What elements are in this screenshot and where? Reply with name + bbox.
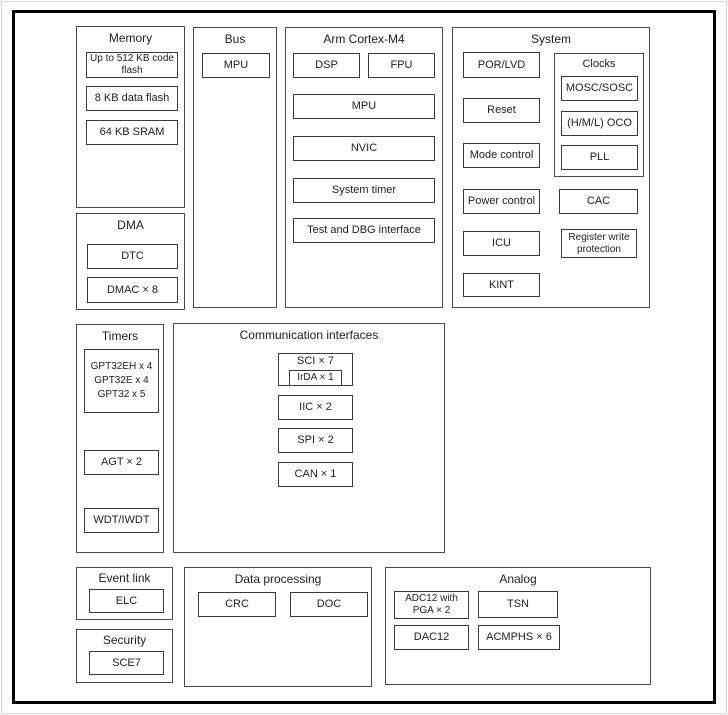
gpt32-label: GPT32 x 5 <box>97 389 146 400</box>
fpu-box: FPU <box>368 53 435 78</box>
wdt-iwdt-box: WDT/IWDT <box>84 508 159 533</box>
timers-title: Timers <box>101 329 139 343</box>
security-title: Security <box>102 633 147 647</box>
oco-box: (H/M/L) OCO <box>561 111 638 136</box>
sci-label: SCI × 7 <box>297 355 334 367</box>
kint-box: KINT <box>463 273 540 297</box>
cortex-mpu-box: MPU <box>293 94 435 119</box>
sce7-box: SCE7 <box>89 651 164 675</box>
event-link-title: Event link <box>98 571 151 585</box>
power-control-box: Power control <box>463 189 540 214</box>
sci-box: SCI × 7 IrDA × 1 <box>278 353 353 386</box>
bus-title: Bus <box>224 32 246 46</box>
dma-title: DMA <box>117 218 144 232</box>
gpt-box: GPT32EH x 4 GPT32E x 4 GPT32 x 5 <box>84 349 159 413</box>
bus-mpu-box: MPU <box>202 53 270 78</box>
timers-block: Timers GPT32EH x 4 GPT32E x 4 GPT32 x 5 … <box>76 324 164 553</box>
memory-block: Memory Up to 512 KB code flash 8 KB data… <box>76 26 185 208</box>
data-flash-box: 8 KB data flash <box>86 86 178 111</box>
iic-box: IIC × 2 <box>278 395 353 420</box>
gpt32e-label: GPT32E x 4 <box>94 375 149 386</box>
adc12-pga-box: ADC12 with PGA × 2 <box>394 591 469 619</box>
cortex-m4-block: Arm Cortex-M4 DSP FPU MPU NVIC System ti… <box>285 27 443 308</box>
data-processing-title: Data processing <box>234 572 322 586</box>
test-dbg-interface-box: Test and DBG interface <box>293 218 435 243</box>
clocks-title: Clocks <box>582 58 616 70</box>
dmac-box: DMAC × 8 <box>87 277 178 303</box>
dtc-box: DTC <box>87 244 178 269</box>
data-processing-block: Data processing CRC DOC <box>184 567 372 687</box>
analog-title: Analog <box>499 572 537 586</box>
sram-box: 64 KB SRAM <box>86 120 178 145</box>
dma-block: DMA DTC DMAC × 8 <box>76 213 185 310</box>
cac-box: CAC <box>559 189 638 214</box>
gpt32eh-label: GPT32EH x 4 <box>90 361 153 372</box>
dsp-box: DSP <box>293 53 360 78</box>
cortex-m4-title: Arm Cortex-M4 <box>323 32 405 46</box>
icu-box: ICU <box>463 231 540 256</box>
acmphs-box: ACMPHS × 6 <box>478 625 560 650</box>
communication-interfaces-title: Communication interfaces <box>239 328 379 342</box>
clocks-subblock: Clocks MOSC/SOSC (H/M/L) OCO PLL <box>554 53 644 177</box>
code-flash-box: Up to 512 KB code flash <box>86 52 178 78</box>
por-lvd-box: POR/LVD <box>463 52 540 78</box>
mode-control-box: Mode control <box>463 143 540 168</box>
system-title: System <box>530 32 571 46</box>
dac12-box: DAC12 <box>394 625 469 650</box>
memory-title: Memory <box>108 31 153 45</box>
event-link-block: Event link ELC <box>76 567 173 620</box>
elc-box: ELC <box>89 589 164 613</box>
security-block: Security SCE7 <box>76 629 173 683</box>
spi-box: SPI × 2 <box>278 428 353 453</box>
tsn-box: TSN <box>478 591 558 618</box>
reset-box: Reset <box>463 98 540 123</box>
crc-box: CRC <box>198 592 276 617</box>
mosc-sosc-box: MOSC/SOSC <box>561 76 638 101</box>
analog-block: Analog ADC12 with PGA × 2 TSN DAC12 ACMP… <box>385 567 651 685</box>
nvic-box: NVIC <box>293 136 435 161</box>
system-block: System POR/LVD Reset Mode control Power … <box>452 27 650 308</box>
can-box: CAN × 1 <box>278 462 353 487</box>
agt-box: AGT × 2 <box>84 450 159 475</box>
doc-box: DOC <box>290 592 368 617</box>
register-write-protection-box: Register write protection <box>561 229 637 258</box>
pll-box: PLL <box>561 145 638 170</box>
irda-box: IrDA × 1 <box>289 370 342 386</box>
communication-interfaces-block: Communication interfaces SCI × 7 IrDA × … <box>173 323 445 553</box>
bus-block: Bus MPU <box>193 27 277 308</box>
system-timer-box: System timer <box>293 178 435 203</box>
